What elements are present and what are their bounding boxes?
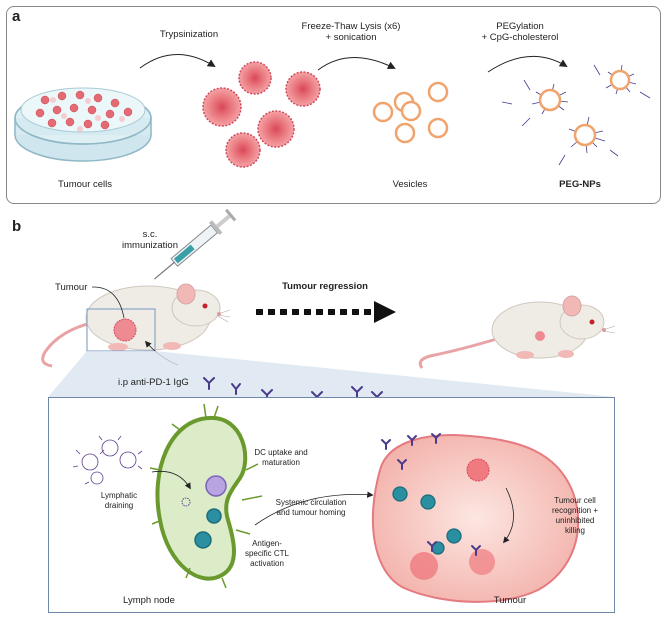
nanoparticle-cluster-icon	[72, 435, 143, 485]
drain-label-2: draining	[104, 501, 134, 510]
panel-a-letter: a	[12, 8, 21, 25]
drain-label-1: Lymphatic	[100, 491, 138, 500]
step-trypsinization: Trypsinization	[159, 29, 219, 40]
injection-label-2: immunization	[122, 240, 178, 251]
ctl-label-2: specific CTL	[244, 549, 289, 558]
arrow-trypsinization	[139, 54, 216, 69]
lymph-node-caption: Lymph node	[123, 595, 175, 606]
antibody-label: i.p anti-PD-1 IgG	[118, 377, 189, 388]
tumour-label: Tumour	[55, 282, 88, 293]
dc-label-1: DC uptake and	[254, 448, 308, 457]
kill-label-1: Tumour cell	[554, 496, 596, 505]
systemic-arrow	[254, 491, 374, 526]
vesicles-icon	[372, 81, 449, 144]
trypsinized-cells-icon	[202, 61, 321, 168]
step-sonication: + sonication	[325, 32, 377, 43]
arrow-lysis	[317, 57, 396, 71]
drain-arrow	[151, 470, 191, 490]
systemic-label-1: Systemic circulation	[275, 498, 347, 507]
caption-peg-nps: PEG-NPs	[559, 179, 601, 190]
ctl-label-3: activation	[250, 559, 284, 568]
injection-label-1: s.c.	[142, 229, 158, 240]
step-lysis: Freeze-Thaw Lysis (x6)	[301, 21, 401, 32]
zoom-projection	[48, 351, 615, 397]
petri-dish-icon	[14, 87, 152, 162]
mouse-with-tumour-icon	[41, 283, 231, 368]
systemic-label-2: and tumour homing	[276, 508, 346, 517]
step-cpg: + CpG-cholesterol	[481, 32, 559, 43]
regression-arrowhead	[374, 301, 396, 323]
kill-label-3: uninhibited	[555, 516, 595, 525]
panel-b-letter: b	[12, 218, 22, 235]
arrow-pegylation	[487, 55, 568, 73]
dc-label-2: maturation	[262, 458, 300, 467]
kill-label-4: killing	[564, 526, 585, 535]
step-pegylation: PEGylation	[496, 21, 544, 32]
mouse-regressed-icon	[418, 295, 616, 369]
killing-arrow	[502, 487, 514, 544]
caption-tumour-cells: Tumour cells	[57, 179, 113, 190]
regression-label: Tumour regression	[282, 281, 368, 292]
lymph-node-icon	[149, 403, 263, 589]
syringe-icon	[154, 208, 237, 280]
tumour-caption: Tumour	[493, 595, 527, 606]
ctl-label-1: Antigen-	[252, 539, 282, 548]
tumour-icon	[371, 433, 580, 603]
kill-label-2: recognition +	[551, 506, 599, 515]
caption-vesicles: Vesicles	[392, 179, 428, 190]
peg-nanoparticles-icon	[501, 64, 651, 166]
tumour-pointer-line	[91, 286, 125, 319]
